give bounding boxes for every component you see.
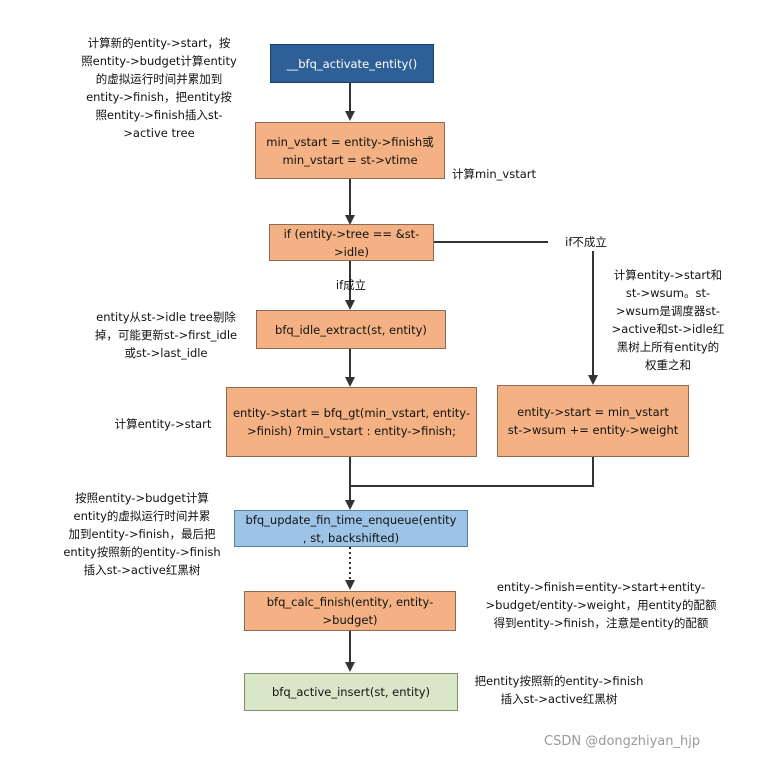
start-bfq-gt-box: entity->start = bfq_gt(min_vstart, entit… (226, 387, 477, 457)
if-tree-idle-box: if (entity->tree == &st- >idle) (269, 224, 434, 261)
active-insert-box: bfq_active_insert(st, entity) (244, 673, 458, 711)
note-activate: 计算新的entity->start，按 照entity->budget计算ent… (81, 36, 237, 140)
arrow-if-false-branch (434, 241, 598, 385)
calc-finish-box: bfq_calc_finish(entity, entity- >budget) (244, 591, 456, 631)
note-active-insert: 把entity按照新的entity->finish 插入st->active红黑… (474, 674, 644, 706)
note-if-true: if成立 (335, 278, 367, 292)
note-start: 计算entity->start (114, 417, 212, 431)
activate-entity-box: __bfq_activate_entity() (270, 44, 434, 83)
idle-extract-box: bfq_idle_extract(st, entity) (256, 310, 446, 349)
note-calc-finish: entity->finish=entity->start+entity- >bu… (485, 580, 717, 630)
note-wsum: 计算entity->start和 st->wsum。st- >wsum是调度器s… (611, 268, 725, 372)
update-fin-time-enqueue-box: bfq_update_fin_time_enqueue(entity , st,… (234, 510, 468, 547)
start-min-vstart-box: entity->start = min_vstart st->wsum += e… (497, 385, 689, 457)
note-idle-extract: entity从st->idle tree剔除 掉，可能更新st->first_i… (94, 310, 238, 360)
watermark: CSDN @dongzhiyan_hjp (544, 734, 701, 749)
note-if-false: if不成立 (548, 233, 624, 251)
note-update-fin: 按照entity->budget计算 entity的虚拟运行时间并累 加到ent… (63, 491, 221, 577)
line-startmin-merge (350, 457, 594, 487)
min-vstart-box: min_vstart = entity->finish或 min_vstart … (255, 122, 445, 179)
note-min-vstart: 计算min_vstart (452, 167, 537, 181)
